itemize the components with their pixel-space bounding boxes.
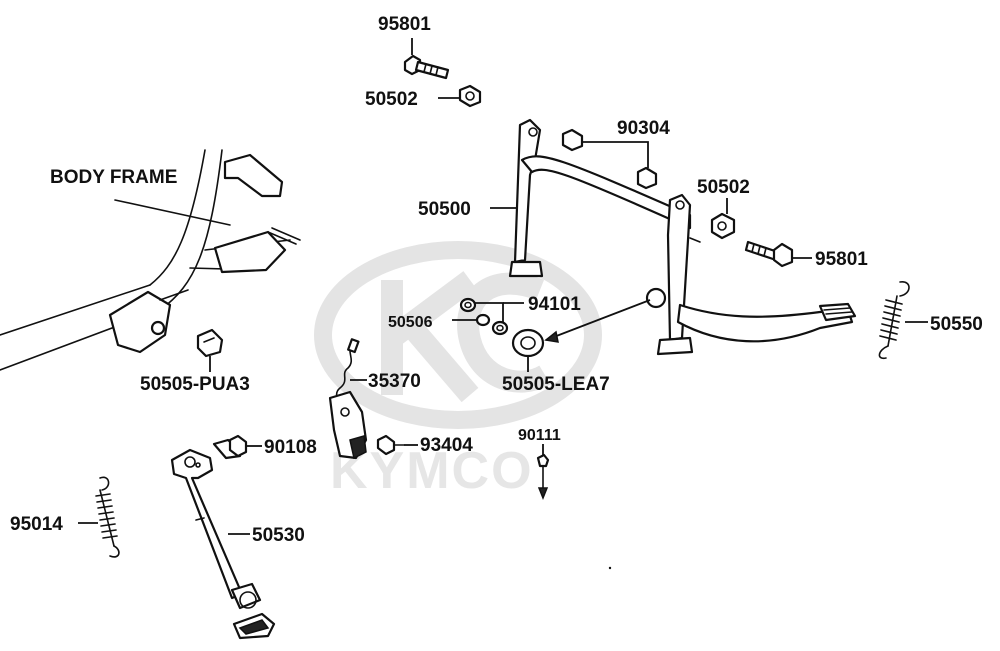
part-94101: 94101: [528, 294, 581, 315]
main-stand-50500-drawing: [508, 118, 857, 356]
part-35370: 35370: [368, 371, 421, 392]
part-50550: 50550: [930, 314, 983, 335]
part-50505-pua3: 50505-PUA3: [140, 374, 250, 395]
part-95014: 95014: [10, 514, 63, 535]
screw-93404-icon: [376, 434, 405, 456]
bushing-50505-lea7-icon: [511, 328, 545, 358]
washer-94101-icon: [459, 297, 509, 336]
switch-35370-icon: [328, 338, 368, 460]
nut-90111-icon: [536, 453, 550, 468]
part-50530: 50530: [252, 525, 305, 546]
collar-50506-icon: [475, 313, 491, 327]
bolt-90108-icon: [212, 434, 248, 460]
part-95801-top: 95801: [378, 14, 431, 35]
spring-50550-icon: [878, 281, 910, 360]
body-frame-drawing: [0, 149, 301, 371]
body-frame-label: BODY FRAME: [50, 167, 177, 188]
part-90111: 90111: [518, 427, 561, 444]
bumper-50505-pua3-icon: [196, 328, 224, 358]
part-50502-right: 50502: [697, 177, 750, 198]
nut-50502-right-icon: [710, 212, 736, 240]
part-93404: 93404: [420, 435, 473, 456]
bolt-95801-top-icon: [403, 54, 450, 80]
bolt-95801-right-icon: [744, 240, 794, 268]
part-50502-top: 50502: [365, 89, 418, 110]
side-stand-50530-drawing: [170, 448, 276, 640]
part-50500: 50500: [418, 199, 471, 220]
nut-50502-top-icon: [458, 84, 482, 108]
spring-95014-icon: [95, 476, 120, 558]
nut-90304-icon: [561, 128, 658, 190]
part-90108: 90108: [264, 437, 317, 458]
part-90304: 90304: [617, 118, 670, 139]
part-50505-lea7: 50505-LEA7: [502, 374, 610, 395]
part-50506: 50506: [388, 314, 433, 331]
part-95801-right: 95801: [815, 249, 868, 270]
